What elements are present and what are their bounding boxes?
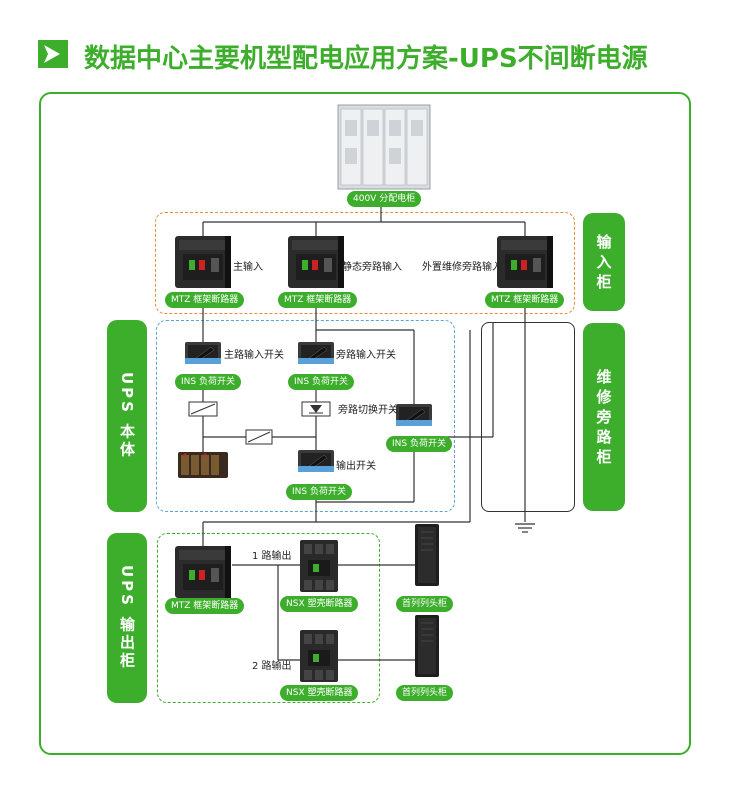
ins-switch-bypass-transfer bbox=[395, 403, 433, 427]
switchgear-cabinet bbox=[337, 104, 431, 190]
input-acb-main-tag: MTZ 框架断路器 bbox=[165, 292, 245, 308]
ins-bypass-transfer-label: 旁路切换开关 bbox=[338, 405, 398, 416]
route1-label: 1 路输出 bbox=[252, 551, 292, 562]
bypass-section-box bbox=[481, 322, 575, 512]
input-acb-static-bypass-label: 静态旁路输入 bbox=[342, 262, 402, 273]
inverter-icon bbox=[245, 429, 273, 445]
diagram-frame bbox=[39, 92, 691, 755]
battery-bank-icon bbox=[178, 452, 228, 478]
route2-label: 2 路输出 bbox=[252, 661, 292, 672]
rack-cabinet-1-tag: 首列列头柜 bbox=[396, 596, 454, 612]
ups-body-section-label: UPS 本体 bbox=[118, 372, 136, 460]
nsx1-tag: NSX 塑壳断路器 bbox=[280, 596, 359, 612]
ins-output-tag: INS 负荷开关 bbox=[286, 484, 352, 500]
ins-output-label: 输出开关 bbox=[336, 461, 376, 472]
input-acb-main bbox=[175, 236, 231, 288]
ups-body-section-box bbox=[156, 320, 455, 512]
ground-icon bbox=[515, 523, 535, 533]
ins-bypass-input-tag: INS 负荷开关 bbox=[288, 374, 354, 390]
nsx2-tag: NSX 塑壳断路器 bbox=[280, 685, 359, 701]
rectifier-icon bbox=[188, 401, 218, 417]
rack-cabinet-1 bbox=[414, 523, 440, 587]
switchgear-tag: 400V 分配电柜 bbox=[347, 191, 422, 207]
input-section-box bbox=[155, 212, 575, 314]
ins-main-input-label: 主路输入开关 bbox=[224, 350, 284, 361]
static-switch-icon bbox=[301, 401, 331, 417]
input-acb-maintenance-bypass-tag: MTZ 框架断路器 bbox=[485, 292, 565, 308]
input-section-label: 输入柜 bbox=[596, 233, 612, 291]
input-acb-maintenance-bypass-label: 外置维修旁路输入 bbox=[422, 262, 502, 273]
ins-switch-output bbox=[297, 449, 335, 473]
nsx-breaker-1 bbox=[300, 540, 338, 592]
output-section-label: UPS 输出柜 bbox=[118, 565, 136, 671]
input-acb-maintenance-bypass bbox=[497, 236, 553, 288]
ins-main-input-tag: INS 负荷开关 bbox=[175, 374, 241, 390]
ups-body-section-tab: UPS 本体 bbox=[107, 320, 147, 512]
output-section-box bbox=[157, 533, 380, 703]
ins-switch-main-input bbox=[184, 341, 222, 365]
page-title: 数据中心主要机型配电应用方案-UPS不间断电源 bbox=[84, 44, 648, 74]
bypass-section-tab: 维修旁路柜 bbox=[583, 323, 625, 511]
input-acb-main-label: 主输入 bbox=[233, 262, 263, 273]
bypass-section-label: 维修旁路柜 bbox=[596, 368, 612, 466]
rack-cabinet-2-tag: 首列列头柜 bbox=[396, 685, 454, 701]
output-acb-tag: MTZ 框架断路器 bbox=[165, 598, 245, 614]
nsx-breaker-2 bbox=[300, 630, 338, 682]
input-acb-static-bypass-tag: MTZ 框架断路器 bbox=[278, 292, 358, 308]
title-arrow-icon bbox=[38, 40, 68, 68]
ins-switch-bypass-input bbox=[297, 341, 335, 365]
output-acb bbox=[175, 546, 231, 598]
rack-cabinet-2 bbox=[414, 614, 440, 678]
output-section-tab: UPS 输出柜 bbox=[107, 533, 147, 703]
input-section-tab: 输入柜 bbox=[583, 213, 625, 311]
input-acb-static-bypass bbox=[288, 236, 344, 288]
ins-bypass-input-label: 旁路输入开关 bbox=[336, 350, 396, 361]
ins-bypass-transfer-tag: INS 负荷开关 bbox=[386, 436, 452, 452]
